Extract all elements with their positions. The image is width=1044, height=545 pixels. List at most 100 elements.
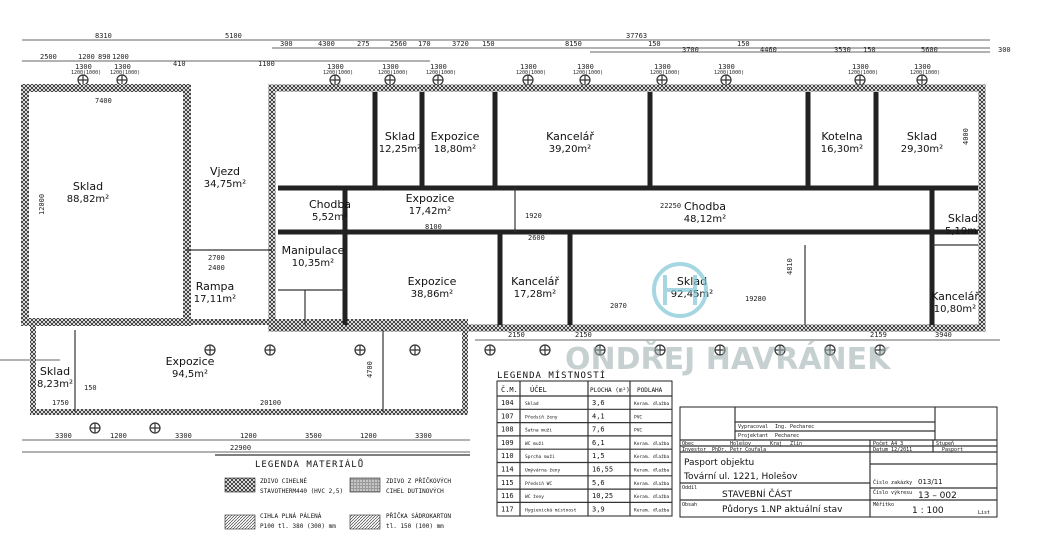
room-area: 38,86m² (411, 289, 453, 300)
window-size-label: 1200(1000) (650, 70, 680, 76)
room-name: Sklad (40, 365, 70, 378)
dim-label: 2400 (208, 264, 225, 272)
material-legend-title: LEGENDA MATERIÁLŮ (255, 458, 364, 470)
dim-label: 12000 (38, 194, 46, 215)
room-area: 92,45m² (671, 289, 713, 300)
room-area: 34,75m² (204, 179, 246, 190)
room-name: Kancelář (511, 275, 559, 288)
window-marker-cross-icon (540, 345, 550, 355)
dim-label: 150 (482, 40, 495, 48)
room-name: Expozice (431, 130, 480, 143)
watermark-logo-letters-icon (663, 275, 697, 305)
dim-label: 22250 (660, 202, 681, 210)
dimension-labels-bottom: 3300 1200 3300 1200 3500 1200 3300 22900… (52, 202, 952, 452)
table-cell: 16,55 (592, 466, 613, 474)
table-cell: 3,6 (592, 399, 605, 407)
window-marker-cross-icon (655, 345, 665, 355)
room-area: 8,23m² (37, 379, 73, 390)
tb-label: Kraj (770, 441, 782, 447)
room-area: 39,20m² (549, 144, 591, 155)
tb-value: Počet A4 3 (873, 440, 903, 447)
material-label: P100 tl. 380 (300) mm (260, 523, 336, 530)
tb-label: Číslo zakázky (873, 479, 912, 486)
table-cell: Keram. dlažba (634, 467, 670, 474)
table-cell: 109 (501, 439, 514, 447)
window-width-label: 1300 (852, 63, 869, 71)
dim-label: 20100 (260, 399, 281, 407)
table-cell: 4,1 (592, 412, 605, 420)
room-area: 88,82m² (67, 194, 109, 205)
room-name: Chodba (309, 198, 351, 211)
table-cell: 7,6 (592, 426, 605, 434)
dim-label: 1920 (525, 212, 542, 220)
tb-value: Holešov (730, 440, 751, 447)
table-cell: 115 (501, 479, 514, 487)
window-width-label: 1300 (114, 63, 131, 71)
window-marker-cross-icon (485, 345, 495, 355)
room-area: 5,19m² (945, 226, 981, 237)
window-marker-cross-icon (78, 75, 88, 85)
table-cell: 108 (501, 426, 514, 434)
dim-label: 1200 (112, 53, 129, 61)
window-size-label: 1200(1000) (573, 70, 603, 76)
table-cell: Sprcha muži (525, 453, 555, 460)
dim-label: 4300 (318, 40, 335, 48)
tb-value: 13 – 002 (918, 491, 957, 501)
tb-value: Pecharec (775, 433, 799, 439)
dim-label: 150 (648, 40, 661, 48)
room-name: Expozice (406, 192, 455, 205)
material-label: ZDIVO Z PŘÍČKOVÝCH (386, 477, 451, 485)
window-size-label: 1200(1000) (848, 70, 878, 76)
tb-label: Obec (682, 441, 694, 447)
dim-label: 2150 (508, 331, 525, 339)
window-size-label: 1200(1000) (323, 70, 353, 76)
dim-label: 4700 (366, 361, 374, 378)
dim-label: 2600 (528, 234, 545, 242)
room-area: 16,30m² (821, 144, 863, 155)
tb-value: STAVEBNÍ ČÁST (722, 488, 793, 500)
dim-label: 1200 (78, 53, 95, 61)
room-area: 94,5m² (172, 369, 208, 380)
dim-label: 2150 (575, 331, 592, 339)
room-name: Sklad (677, 275, 707, 288)
column-header: Č.M. (501, 385, 518, 394)
table-cell: Předsíň ženy (525, 413, 558, 420)
column-header: ÚČEL (530, 385, 547, 394)
window-width-label: 1300 (430, 63, 447, 71)
room-area: 17,28m² (514, 289, 556, 300)
table-cell: PVC (634, 414, 642, 420)
dim-label: 8310 (95, 32, 112, 40)
window-marker-cross-icon (775, 345, 785, 355)
window-size-label: 1200(1000) (910, 70, 940, 76)
window-width-label: 1300 (382, 63, 399, 71)
table-cell: Hygienická místnost (525, 506, 577, 513)
window-size-label: 1200(1000) (378, 70, 408, 76)
window-marker-cross-icon (433, 75, 443, 85)
dim-label: 3300 (415, 432, 432, 440)
dim-label: 3300 (55, 432, 72, 440)
room-name: Sklad (73, 180, 103, 193)
tb-label: Projektant (738, 433, 768, 439)
room-area: 10,35m² (292, 258, 334, 269)
dim-label: 37763 (626, 32, 647, 40)
dim-label: 3940 (935, 331, 952, 339)
window-size-label: 1200(1000) (110, 70, 140, 76)
tb-value: Pasport (942, 447, 963, 453)
table-cell: Keram. dlažba (634, 480, 670, 487)
window-marker-cross-icon (715, 345, 725, 355)
table-cell: PVC (634, 428, 642, 434)
room-area: 29,30m² (901, 144, 943, 155)
room-labels: Sklad88,82m²Vjezd34,75m²Rampa17,11m²Expo… (37, 130, 981, 390)
tb-object: Pasport objektu (684, 458, 754, 468)
table-cell: 3,9 (592, 505, 605, 513)
material-label: CIHEL DUTINOVÝCH (386, 488, 444, 495)
table-cell: 110 (501, 452, 514, 460)
tb-value: Zlín (790, 440, 802, 447)
dim-label: 150 (863, 46, 876, 54)
window-marker-cross-icon (205, 345, 215, 355)
